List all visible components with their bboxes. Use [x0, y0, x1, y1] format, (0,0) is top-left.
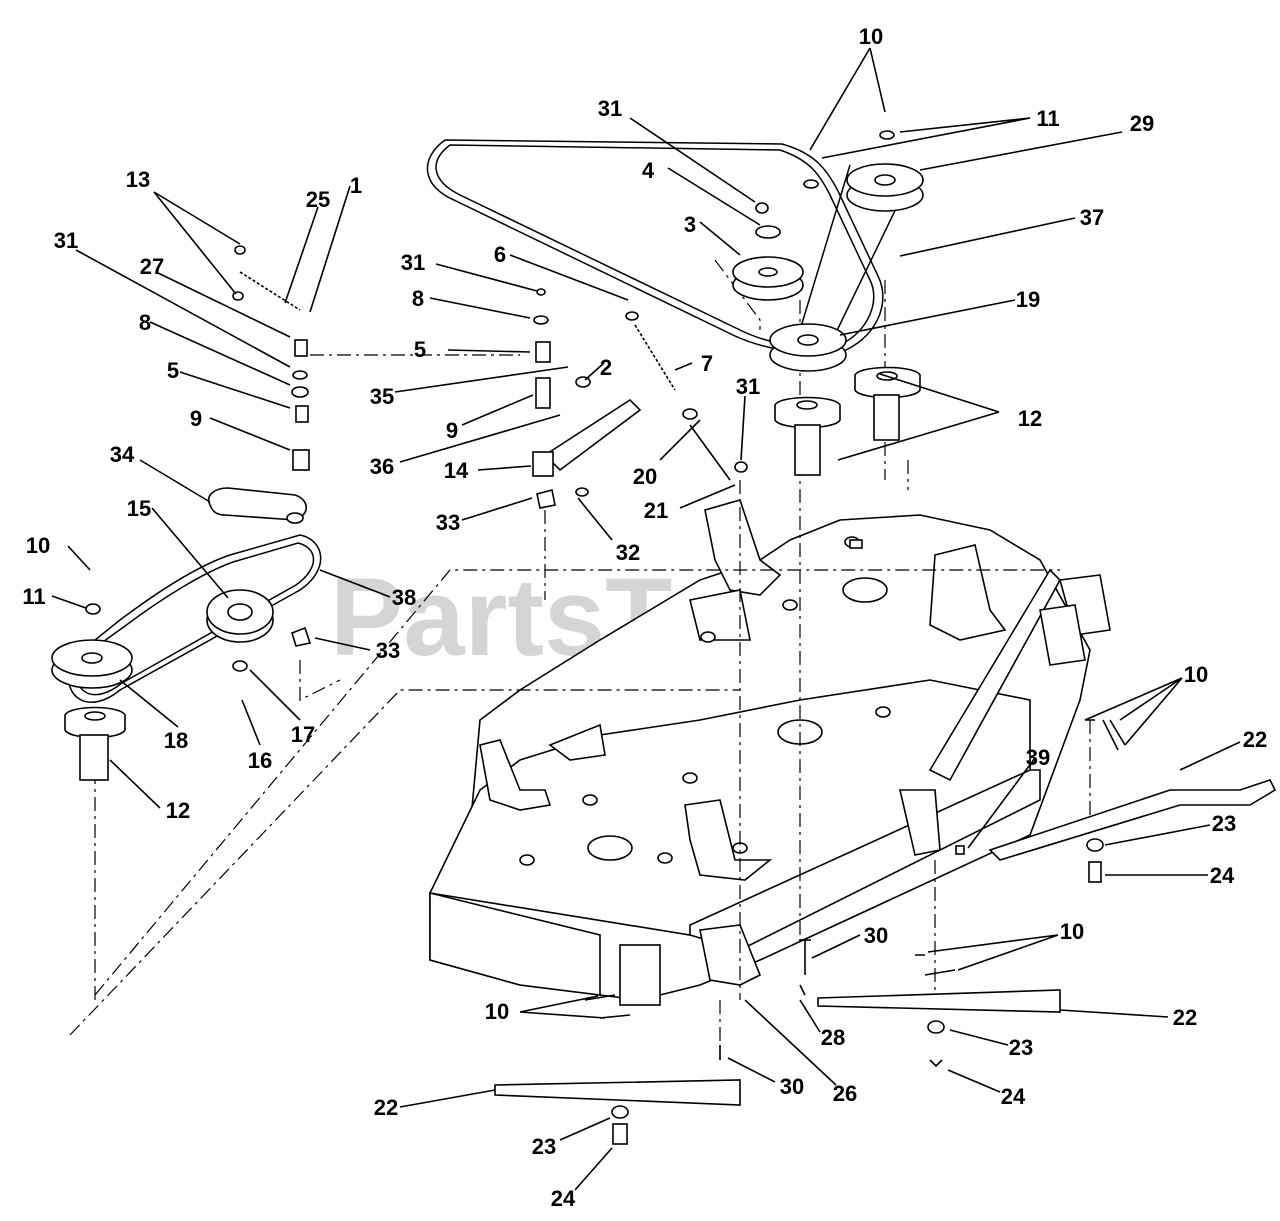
callout-26: 26 [833, 1081, 857, 1106]
callout-9: 9 [190, 406, 202, 431]
pulleys [51, 163, 924, 781]
callout-12: 12 [1018, 406, 1042, 431]
callout-36: 36 [370, 454, 394, 479]
callout-29: 29 [1130, 111, 1154, 136]
belt-29-run [799, 164, 906, 346]
callout-3: 3 [684, 212, 696, 237]
callout-23: 23 [1009, 1035, 1033, 1060]
callout-8: 8 [412, 286, 424, 311]
belt-38-inner [75, 542, 315, 696]
callout-25: 25 [306, 187, 330, 212]
assembly-lines [69, 259, 1091, 1060]
blades [494, 779, 1277, 1145]
callout-22: 22 [1243, 727, 1267, 752]
callout-20: 20 [633, 464, 657, 489]
callout-6: 6 [494, 242, 506, 267]
callout-33: 33 [376, 638, 400, 663]
callout-27: 27 [140, 254, 164, 279]
callout-39: 39 [1026, 745, 1050, 770]
belts [67, 139, 906, 703]
callout-12: 12 [166, 798, 190, 823]
callout-9: 9 [446, 418, 458, 443]
mower-deck [428, 499, 1111, 1006]
callout-8: 8 [139, 310, 151, 335]
callout-18: 18 [164, 728, 188, 753]
callout-24: 24 [1210, 863, 1235, 888]
callout-35: 35 [370, 384, 394, 409]
callout-31: 31 [54, 228, 78, 253]
callout-23: 23 [532, 1134, 556, 1159]
callout-5: 5 [414, 337, 426, 362]
callout-2: 2 [600, 355, 612, 380]
callout-38: 38 [392, 585, 416, 610]
callout-24: 24 [551, 1186, 576, 1211]
callout-30: 30 [780, 1074, 804, 1099]
callout-24: 24 [1001, 1084, 1026, 1109]
callout-11: 11 [1036, 106, 1059, 131]
callout-32: 32 [616, 540, 640, 565]
callout-33: 33 [436, 510, 460, 535]
callout-37: 37 [1080, 205, 1104, 230]
callout-16: 16 [248, 748, 272, 773]
callout-13: 13 [126, 167, 150, 192]
callout-1: 1 [350, 173, 362, 198]
callout-31: 31 [736, 374, 760, 399]
callout-10: 10 [859, 24, 883, 49]
callout-22: 22 [1173, 1005, 1197, 1030]
callout-10: 10 [1060, 919, 1084, 944]
callout-10: 10 [26, 533, 50, 558]
callout-17: 17 [291, 722, 315, 747]
belt-37-outer [426, 139, 884, 354]
callout-31: 31 [598, 96, 622, 121]
callout-23: 23 [1212, 811, 1236, 836]
callout-30: 30 [864, 923, 888, 948]
callout-21: 21 [644, 498, 668, 523]
callout-19: 19 [1016, 287, 1040, 312]
callout-22: 22 [374, 1095, 398, 1120]
callout-14: 14 [444, 458, 469, 483]
callout-10: 10 [485, 999, 509, 1024]
leader-lines [51, 47, 1241, 1191]
callout-34: 34 [110, 442, 135, 467]
callout-15: 15 [127, 496, 151, 521]
belt-38-outer [67, 534, 322, 703]
callout-7: 7 [701, 351, 713, 376]
callout-11: 11 [22, 584, 45, 609]
callout-labels: 10 11 29 37 31 4 3 19 12 13 25 1 31 27 8… [22, 24, 1267, 1211]
callout-28: 28 [821, 1025, 845, 1050]
callout-4: 4 [642, 158, 655, 183]
callout-10: 10 [1184, 662, 1208, 687]
callout-5: 5 [167, 358, 179, 383]
hardware [85, 130, 1126, 1060]
callout-31: 31 [401, 250, 425, 275]
